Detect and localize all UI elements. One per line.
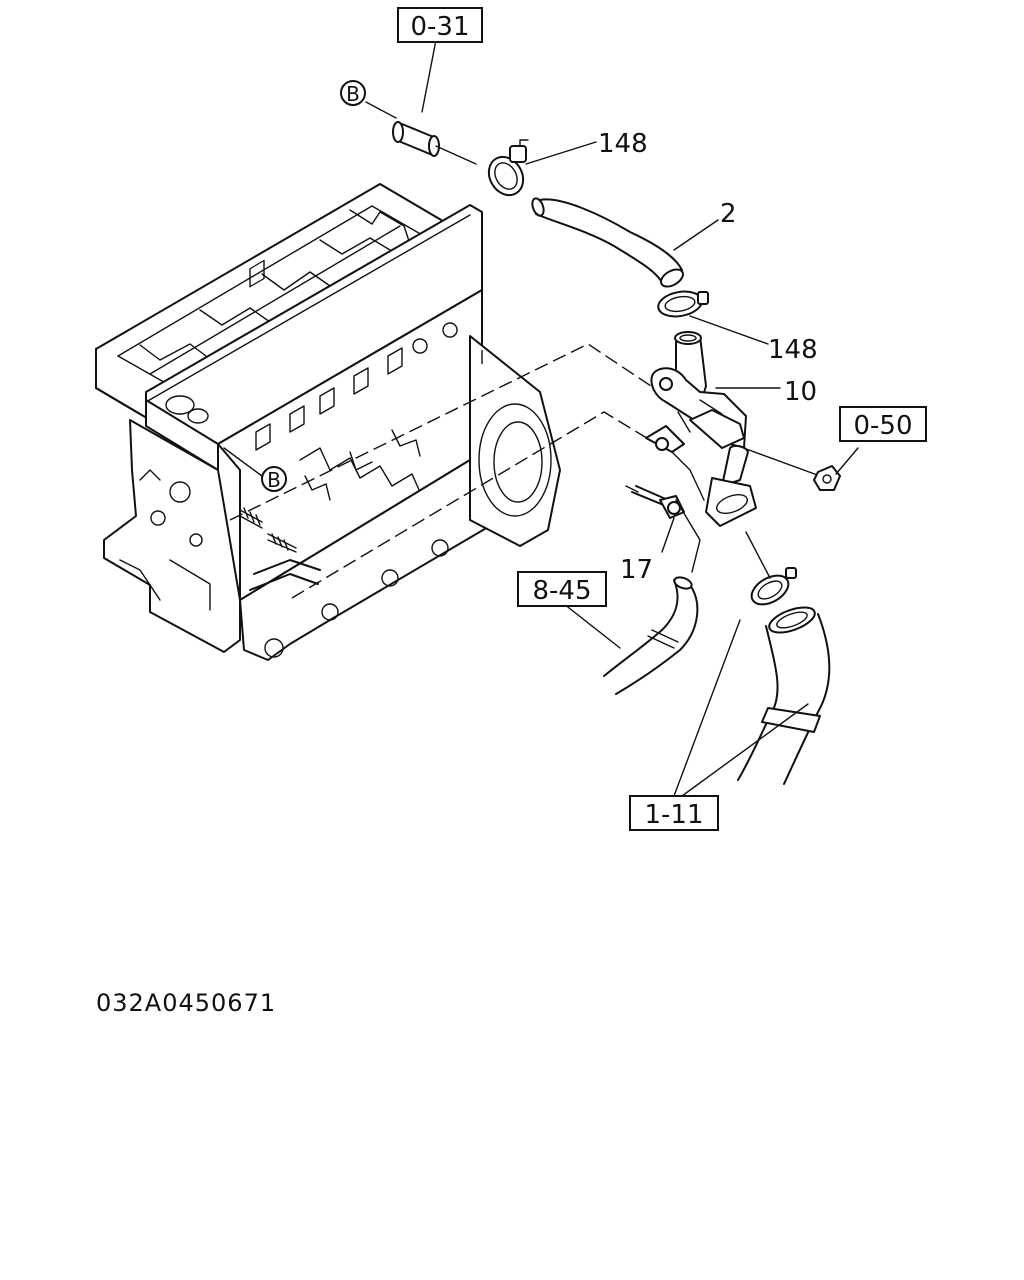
gasket xyxy=(750,567,797,606)
callout-0-50: 0-50 xyxy=(839,406,927,442)
callout-1-11: 1-11 xyxy=(629,795,719,831)
part-label-17: 17 xyxy=(620,555,653,585)
callout-0-31-label: 0-31 xyxy=(410,12,469,42)
callout-0-31: 0-31 xyxy=(397,7,483,43)
leader-lines xyxy=(223,39,809,797)
stud-bolts xyxy=(239,507,297,553)
diagram-id: 032A0450671 xyxy=(96,989,276,1017)
hex-nut xyxy=(813,447,859,491)
marker-b-upper-label: B xyxy=(346,82,360,106)
flange-bolt xyxy=(625,485,685,553)
part-label-148-upper: 148 xyxy=(598,129,648,159)
part-label-148-lower: 148 xyxy=(768,335,818,365)
hose-clamp-upper xyxy=(487,139,529,197)
upper-pipe-stub xyxy=(365,101,477,165)
radiator-hose-1-11 xyxy=(737,531,831,785)
callout-8-45-label: 8-45 xyxy=(532,576,591,606)
callout-8-45: 8-45 xyxy=(517,571,607,607)
part-label-2: 2 xyxy=(720,199,737,229)
part-label-10: 10 xyxy=(784,377,817,407)
marker-b-lower: B xyxy=(261,466,287,492)
callout-1-11-label: 1-11 xyxy=(644,800,703,830)
bypass-hose xyxy=(531,197,684,288)
callout-0-50-label: 0-50 xyxy=(853,411,912,441)
water-hose-8-45 xyxy=(603,499,701,695)
marker-b-lower-label: B xyxy=(267,468,281,492)
marker-b-upper: B xyxy=(340,80,366,106)
hose-clamp-lower xyxy=(657,290,709,318)
thermostat-housing xyxy=(645,331,821,527)
engine-block xyxy=(95,183,661,661)
